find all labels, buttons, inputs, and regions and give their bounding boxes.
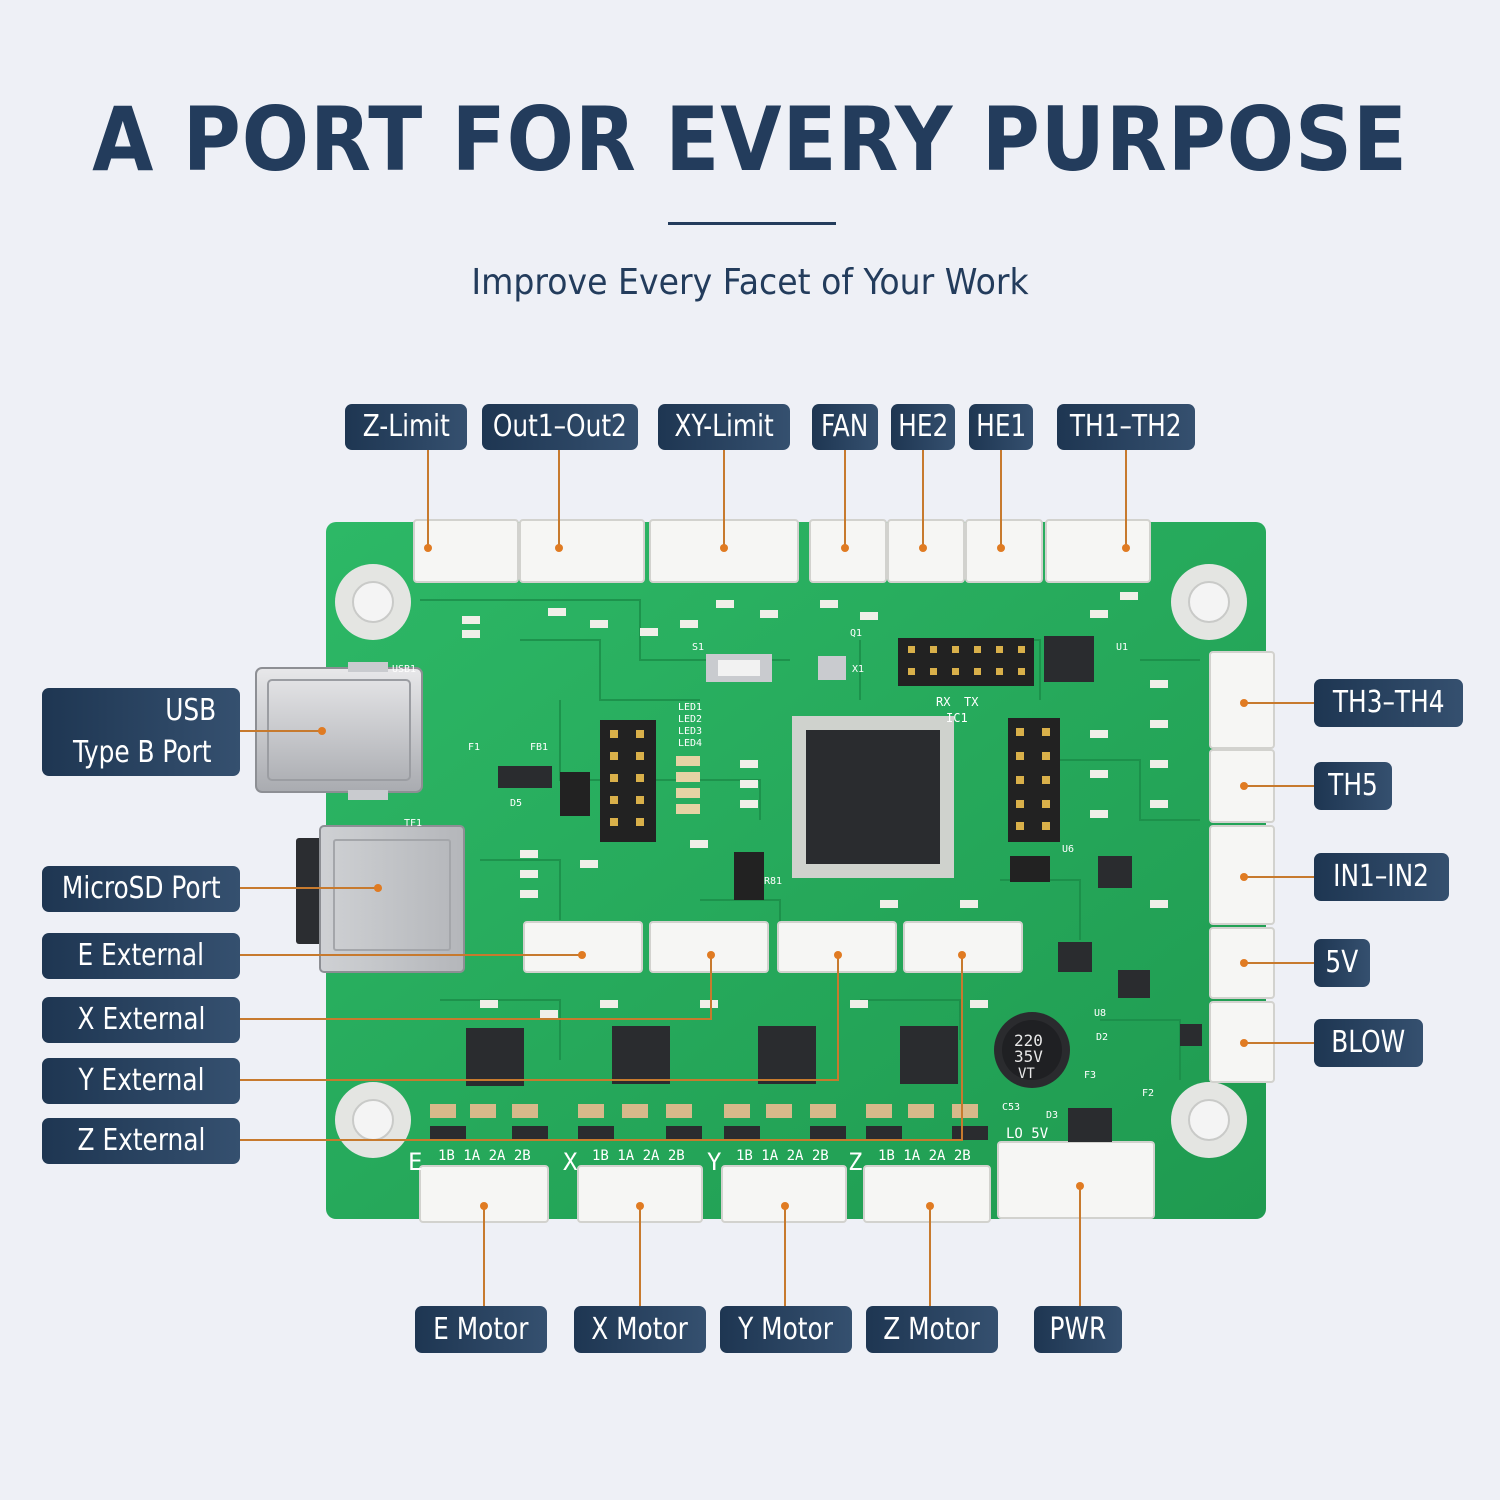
silk-c53: C53 [1002,1102,1020,1113]
title-divider [668,222,836,225]
label-blow: BLOW [1314,1019,1423,1067]
main-ic [792,716,954,878]
silk-q1: Q1 [850,628,862,639]
silk-tx: TX [964,695,979,709]
smd-parts [462,592,1168,1018]
pin-header-right [1008,718,1060,842]
silk-tf1: TF1 [404,818,422,829]
silk-pins-e: 1B 1A 2A 2B [438,1148,531,1164]
driver-z [900,1026,958,1084]
stepper-drivers [466,1026,958,1086]
leader-lines [240,450,1314,1306]
cap-series: VT [1018,1066,1035,1082]
usb-port [255,662,423,800]
cap-voltage: 35V [1014,1047,1043,1066]
silk-s1: S1 [692,642,704,653]
silk-d3: D3 [1046,1110,1058,1121]
leds [676,756,700,814]
label-x-motor: X Motor [574,1306,706,1353]
connector-x-external [649,921,769,973]
connector-pwr [997,1141,1155,1219]
connector-e-external [523,921,643,973]
jumper-small [560,772,1050,900]
label-out1-out2: Out1–Out2 [482,404,638,450]
pcb-board: IC1 E X Y Z 1B 1A 2A 2B 1B 1A 2A 2B 1B 1… [255,519,1275,1223]
label-in1-in2: IN1–IN2 [1314,853,1449,901]
label-he1: HE1 [969,404,1033,450]
external-connectors [523,921,1023,973]
label-z-motor: Z Motor [866,1306,998,1353]
silk-axis-e: E [408,1148,422,1176]
label-he2: HE2 [891,404,955,450]
silk-led4: LED4 [678,738,702,749]
resistor-row [430,1104,978,1118]
connector-he2 [887,519,965,583]
silk-led3: LED3 [678,726,702,737]
page-title: A PORT FOR EVERY PURPOSE [92,88,1408,191]
silk-led1: LED1 [678,702,702,713]
silk-pins-z: 1B 1A 2A 2B [878,1148,971,1164]
silk-d2: D2 [1096,1032,1108,1043]
top-connectors [413,519,1151,583]
label-th3-th4: TH3–TH4 [1314,679,1463,727]
label-z-limit: Z-Limit [345,404,467,450]
silk-pwr-pins: LO 5V [1006,1126,1049,1142]
label-y-external: Y External [42,1058,240,1104]
label-e-external: E External [42,933,240,979]
driver-x [612,1026,670,1084]
connector-fan [809,519,887,583]
connector-he1 [965,519,1043,583]
driver-y [758,1026,816,1084]
connector-z-limit [413,519,519,583]
connector-z-motor [863,1165,991,1223]
label-y-motor: Y Motor [720,1306,852,1353]
silk-fb1: FB1 [530,742,548,753]
silk-x1: X1 [852,664,864,675]
pin-header-left [600,720,656,842]
label-th1-th2: TH1–TH2 [1057,404,1195,450]
reset-button [706,654,772,682]
silk-d5: D5 [510,798,522,809]
right-connectors [1209,651,1275,1083]
pin-header-top [898,638,1034,686]
label-5v: 5V [1314,939,1370,987]
silk-r81: R81 [764,876,782,887]
connector-th1-th2 [1045,519,1151,583]
microsd-slot [296,825,465,973]
label-th5: TH5 [1314,762,1392,810]
silk-axis-z: Z [848,1148,862,1176]
silk-usb1: USB1 [392,664,416,675]
silk-pins-y: 1B 1A 2A 2B [736,1148,829,1164]
silk-axis-x: X [563,1148,578,1176]
cap-value: 220 [1014,1031,1043,1050]
silk-f2: F2 [1142,1088,1154,1099]
label-xy-limit: XY-Limit [658,404,790,450]
label-z-external: Z External [42,1118,240,1164]
connector-out1-out2 [519,519,645,583]
misc-components [498,636,1202,1142]
label-x-external: X External [42,997,240,1043]
silk-f1: F1 [468,742,480,753]
label-e-motor: E Motor [415,1306,547,1353]
crystal [818,656,846,680]
silk-u8: U8 [1094,1008,1106,1019]
silk-led2: LED2 [678,714,702,725]
label-usb-type-b: USB Type B Port [42,688,240,776]
leader-dots [318,544,1248,1210]
silk-pins-x: 1B 1A 2A 2B [592,1148,685,1164]
silk-rx: RX [936,695,951,709]
label-microsd-port: MicroSD Port [42,866,240,912]
driver-e [466,1028,524,1086]
label-fan: FAN [812,404,878,450]
silk-u1: U1 [1116,642,1128,653]
electrolytic-capacitor [994,1012,1070,1088]
silk-axis-y: Y [707,1148,722,1176]
silk-ic1: IC1 [946,711,968,725]
silk-u6: U6 [1062,844,1074,855]
label-pwr: PWR [1034,1306,1122,1353]
silk-f3: F3 [1084,1070,1096,1081]
page-subtitle: Improve Every Facet of Your Work [471,262,1029,303]
